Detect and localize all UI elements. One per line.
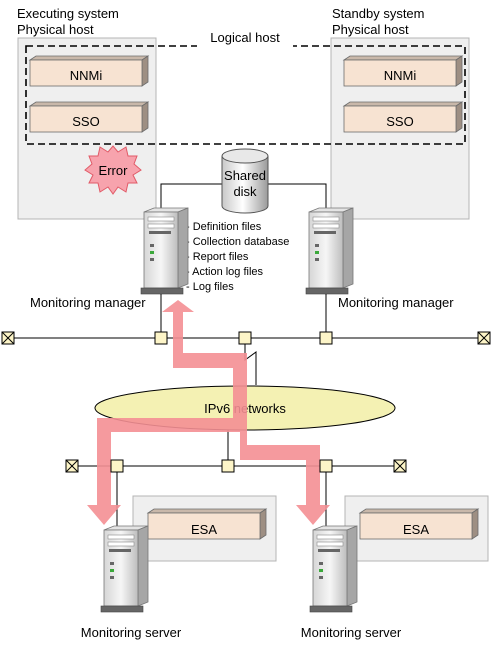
executing-nnmi-label: NNMi [70,68,103,83]
executing-system-subtitle: Physical host [17,22,94,37]
disk-to-standby-manager-line [268,183,327,208]
lower-connector [221,459,235,473]
shared-disk-label-line2: disk [233,184,257,199]
error-label: Error [99,163,129,178]
right-esa-label: ESA [403,522,429,537]
shared-disk-label-line1: Shared [224,168,266,183]
standby-system-title: Standby system [332,6,425,21]
error-burst-icon [84,145,142,195]
logical-host-label-bg [197,28,293,48]
left-monitoring-server-label: Monitoring server [81,625,182,640]
upper-connector [154,331,168,345]
shared-file-item: - Report files [186,251,249,263]
right-monitoring-server-label: Monitoring server [301,625,402,640]
shared-file-item: - Definition files [186,221,262,233]
right-monitoring-server-icon [309,525,358,613]
upper-network-link-bolt [244,338,257,385]
shared-file-item: - Collection database [186,236,289,248]
standby-monitoring-manager-label: Monitoring manager [338,295,454,310]
lower-connector [110,459,124,473]
standby-nnmi-label: NNMi [384,68,417,83]
network-terminator-icon [393,459,407,473]
standby-system-subtitle: Physical host [332,22,409,37]
executing-system-title: Executing system [17,6,119,21]
standby-sso-label: SSO [386,114,413,129]
executing-sso-label: SSO [72,114,99,129]
executing-monitoring-manager-label: Monitoring manager [30,295,146,310]
left-esa-label: ESA [191,522,217,537]
logical-host-boundary [25,45,466,145]
shared-files-list: - Definition files - Collection database… [186,221,289,293]
network-terminator-icon [1,331,15,345]
standby-monitoring-manager-icon [305,207,354,295]
upper-connector [319,331,333,345]
network-terminator-icon [65,459,79,473]
executing-monitoring-manager-icon [140,207,189,295]
network-terminator-icon [477,331,491,345]
shared-file-item: - Action log files [186,266,264,278]
lower-connector [319,459,333,473]
disk-to-executing-manager-line [160,183,222,208]
shared-file-item: - Log files [186,281,234,293]
shared-disk-icon [221,148,269,214]
logical-host-label: Logical host [210,30,280,45]
left-monitoring-server-icon [100,525,149,613]
upper-connector [238,331,252,345]
